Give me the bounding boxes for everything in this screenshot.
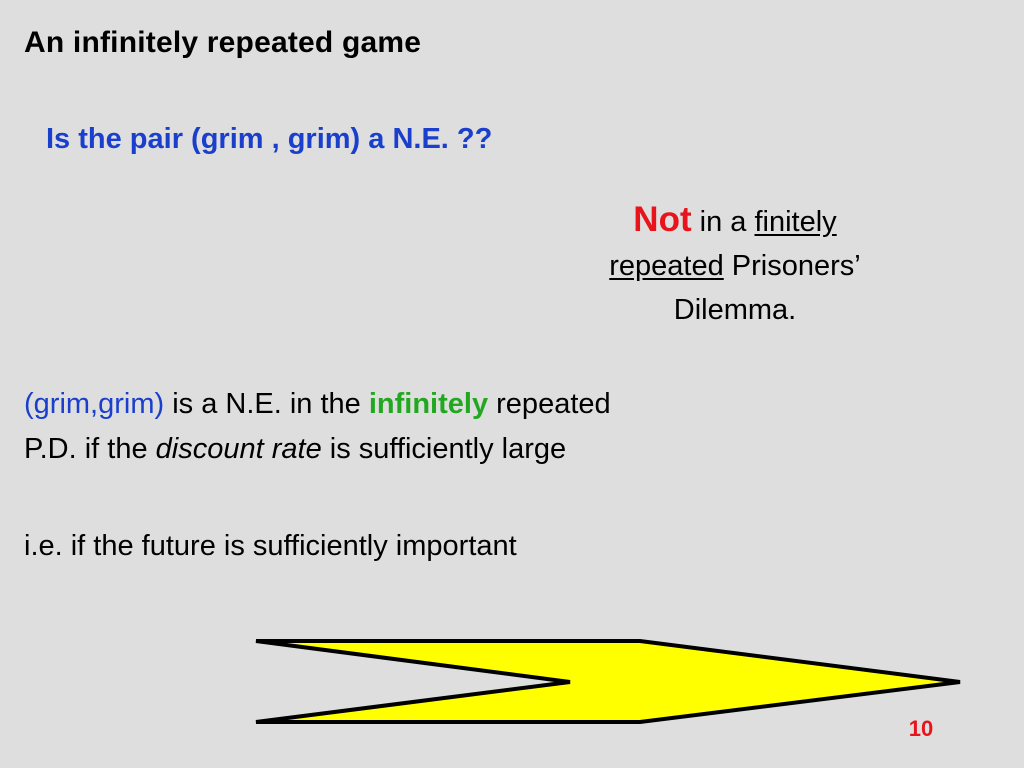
note-text-2: Prisoners’ bbox=[723, 250, 861, 282]
note-text-1: in a bbox=[691, 206, 755, 238]
not-word: Not bbox=[633, 200, 692, 239]
infinitely-word: infinitely bbox=[368, 388, 489, 420]
statement-text-4: is sufficiently large bbox=[321, 433, 567, 465]
page-number: 10 bbox=[908, 716, 934, 741]
finitely-word: finitely bbox=[754, 206, 837, 238]
question-text: Is the pair (grim , grim) a N.E. ?? bbox=[46, 123, 493, 155]
finite-game-note: Not in a finitely repeated Prisoners’ Dile… bbox=[540, 198, 930, 332]
statement-text-1: is a N.E. in the bbox=[164, 388, 369, 420]
statement-text-2: repeated bbox=[488, 388, 611, 420]
dilemma-word: Dilemma. bbox=[673, 294, 797, 326]
slide-title: An infinitely repeated game bbox=[24, 26, 422, 59]
grim-pair: (grim,grim) bbox=[24, 388, 165, 420]
repeated-word: repeated bbox=[609, 250, 724, 282]
discount-rate: discount rate bbox=[155, 433, 322, 465]
importance-text: i.e. if the future is sufficiently impor… bbox=[24, 530, 517, 562]
statement-text-3: P.D. if the bbox=[24, 433, 156, 465]
nash-equilibrium-statement: (grim,grim) is a N.E. in the infinitely … bbox=[24, 382, 924, 472]
